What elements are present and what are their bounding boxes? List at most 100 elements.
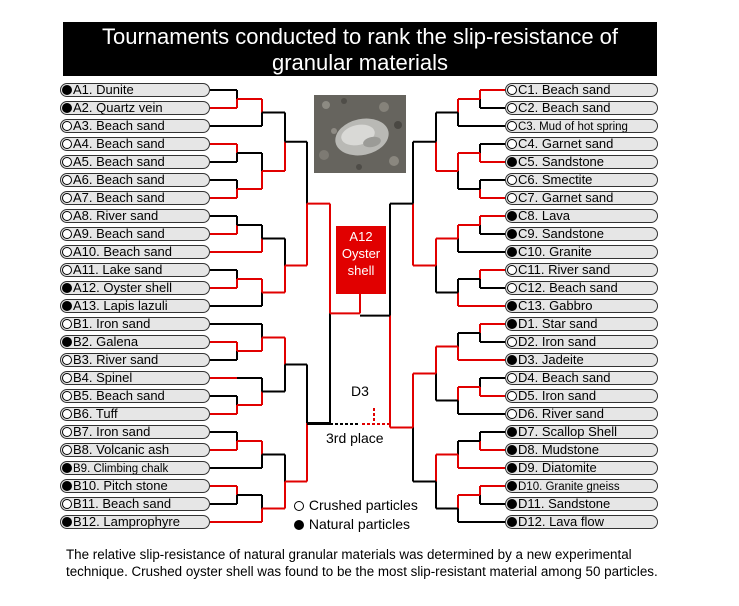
entry-label: C1. Beach sand [518,83,611,97]
right-entry: C11. River sand [505,263,658,277]
left-entry: B3. River sand [60,353,210,367]
left-entry: B9. Climbing chalk [60,461,210,475]
left-entry: B8. Volcanic ash [60,443,210,457]
right-entry: C1. Beach sand [505,83,658,97]
left-entry: B10. Pitch stone [60,479,210,493]
right-entry: D9. Diatomite [505,461,658,475]
entry-label: D3. Jadeite [518,353,584,367]
entry-label: C6. Smectite [518,173,593,187]
left-entry: B2. Galena [60,335,210,349]
entry-label: B8. Volcanic ash [73,443,170,457]
crushed-dot-icon [507,121,517,131]
crushed-dot-icon [507,85,517,95]
natural-dot-icon [507,499,517,509]
natural-dot-icon [62,517,72,527]
entry-label: D11. Sandstone [518,497,611,511]
entry-label: D9. Diatomite [518,461,597,475]
entry-label: A5. Beach sand [73,155,165,169]
entry-label: A10. Beach sand [73,245,173,259]
left-entry: B7. Iron sand [60,425,210,439]
left-entry: A6. Beach sand [60,173,210,187]
left-entry: A5. Beach sand [60,155,210,169]
entry-label: A2. Quartz vein [73,101,163,115]
entry-label: C10. Granite [518,245,592,259]
left-entry: A9. Beach sand [60,227,210,241]
natural-dot-icon [62,337,72,347]
crushed-dot-icon [62,139,72,149]
crushed-dot-icon [507,103,517,113]
crushed-dot-icon [507,409,517,419]
crushed-dot-icon [62,193,72,203]
left-entry: B11. Beach sand [60,497,210,511]
crushed-dot-icon [507,175,517,185]
right-entry: C7. Garnet sand [505,191,658,205]
crushed-dot-icon [62,445,72,455]
legend: Crushed particles Natural particles [293,496,418,534]
natural-dot-icon [507,481,517,491]
entry-label: B10. Pitch stone [73,479,168,493]
entry-label: A4. Beach sand [73,137,165,151]
natural-dot-icon [62,283,72,293]
entry-label: B1. Iron sand [73,317,151,331]
entry-label: D1. Star sand [518,317,598,331]
legend-natural-label: Natural particles [308,516,411,532]
left-entry: A2. Quartz vein [60,101,210,115]
right-entry: C9. Sandstone [505,227,658,241]
third-place-label: 3rd place [326,430,384,446]
crushed-dot-icon [62,211,72,221]
entry-label: A6. Beach sand [73,173,165,187]
legend-item-crushed: Crushed particles [293,496,418,515]
right-entry: C4. Garnet sand [505,137,658,151]
right-entry: D6. River sand [505,407,658,421]
caption-line-2: technique. Crushed oyster shell was foun… [66,564,658,579]
natural-dot-icon [507,247,517,257]
right-entry: D1. Star sand [505,317,658,331]
entry-label: B3. River sand [73,353,159,367]
crushed-dot-icon [507,193,517,203]
right-entry: D5. Iron sand [505,389,658,403]
entry-label: A11. Lake sand [73,263,163,277]
left-entry: B6. Tuff [60,407,210,421]
crushed-dot-icon [62,121,72,131]
natural-dot-icon [507,301,517,311]
entry-label: C9. Sandstone [518,227,605,241]
crushed-dot-icon [62,427,72,437]
entry-label: D7. Scallop Shell [518,425,617,439]
right-entry: D7. Scallop Shell [505,425,658,439]
oyster-shell-photo [314,95,406,173]
entry-label: A7. Beach sand [73,191,165,205]
right-entry: C2. Beach sand [505,101,658,115]
right-entry: C10. Granite [505,245,658,259]
natural-dot-icon [507,319,517,329]
entry-label: A3. Beach sand [73,119,165,133]
left-entry: A1. Dunite [60,83,210,97]
natural-dot-icon [294,520,304,530]
left-entry: A4. Beach sand [60,137,210,151]
crushed-dot-icon [507,373,517,383]
natural-dot-icon [62,103,72,113]
entry-label: D5. Iron sand [518,389,597,403]
crushed-dot-icon [62,265,72,275]
crushed-dot-icon [62,391,72,401]
entry-label: C11. River sand [518,263,611,277]
entry-label: B7. Iron sand [73,425,151,439]
left-entry: A3. Beach sand [60,119,210,133]
entry-label: D6. River sand [518,407,604,421]
right-entry: D12. Lava flow [505,515,658,529]
entry-label: C12. Beach sand [518,281,618,295]
entry-label: C2. Beach sand [518,101,611,115]
natural-dot-icon [62,481,72,491]
crushed-dot-icon [62,409,72,419]
crushed-dot-icon [62,319,72,329]
page-title: Tournaments conducted to rank the slip-r… [63,22,657,76]
third-place-name: D3 [351,383,369,399]
right-entry: C13. Gabbro [505,299,658,313]
natural-dot-icon [62,463,72,473]
crushed-dot-icon [62,157,72,167]
natural-dot-icon [507,463,517,473]
legend-crushed-label: Crushed particles [308,497,418,513]
crushed-dot-icon [507,265,517,275]
right-entry: D11. Sandstone [505,497,658,511]
right-entry: D2. Iron sand [505,335,658,349]
left-entry: B4. Spinel [60,371,210,385]
